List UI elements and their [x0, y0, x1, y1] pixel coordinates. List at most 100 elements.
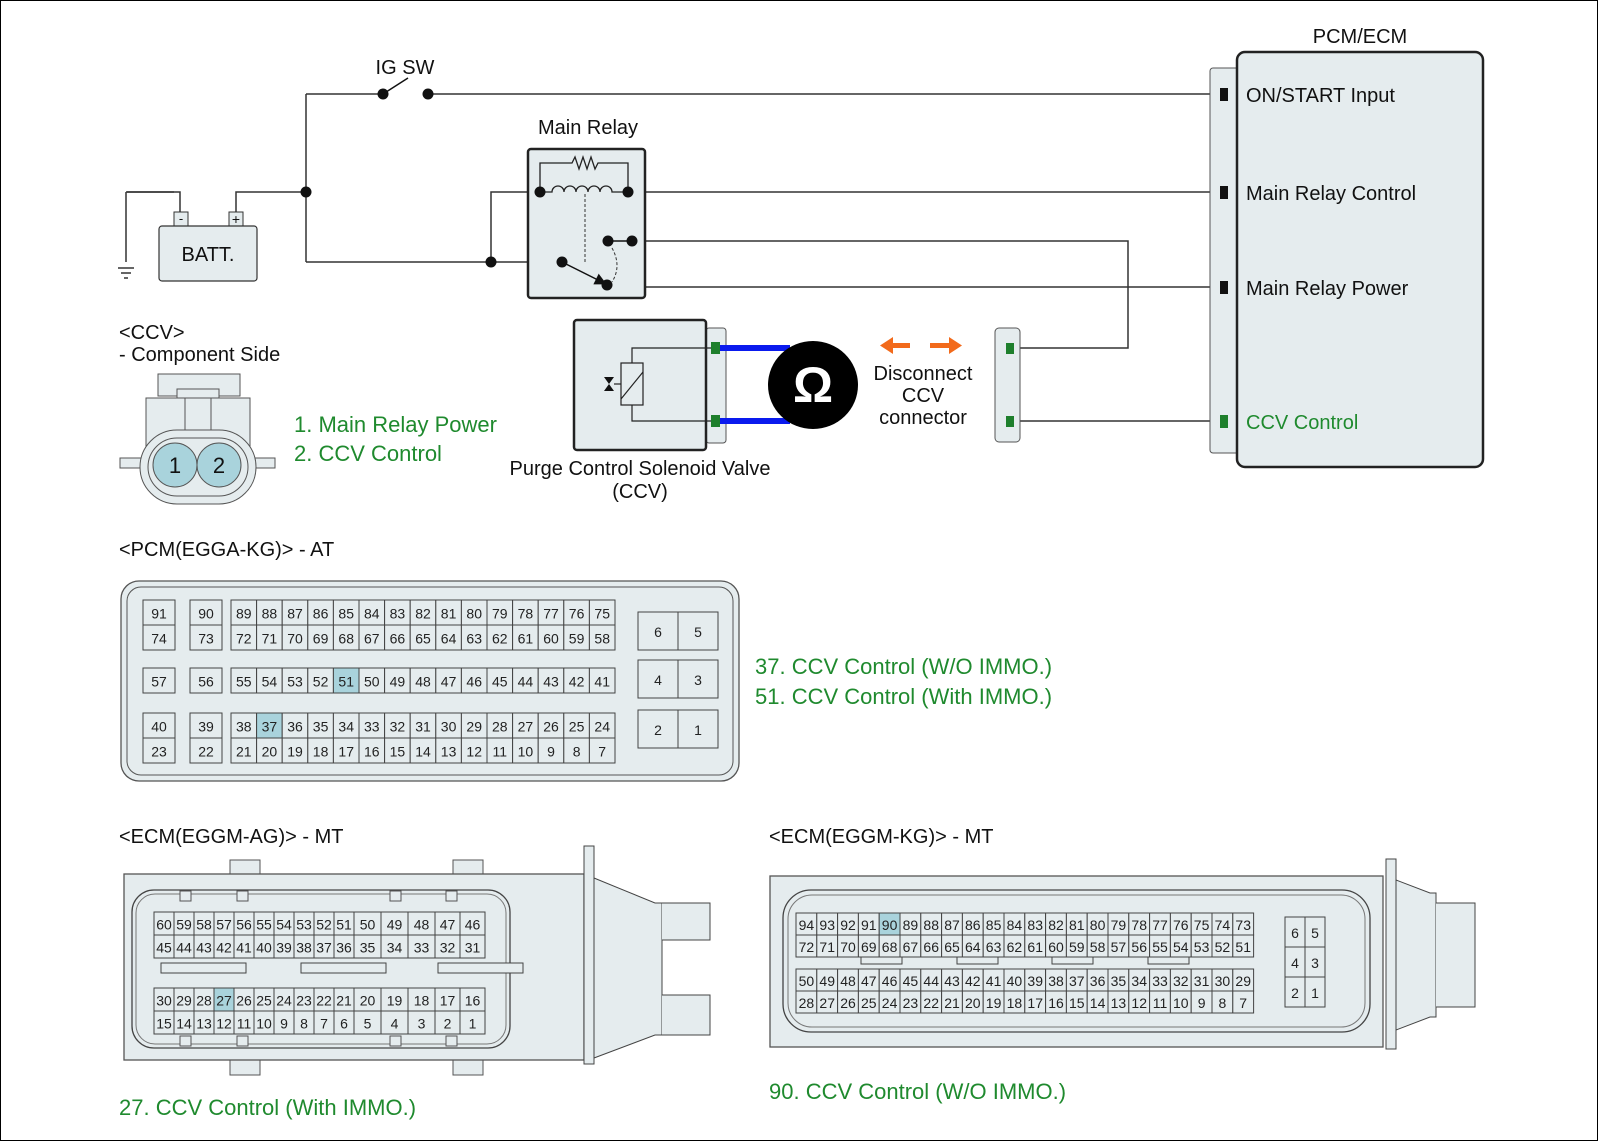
svg-text:2: 2: [1291, 985, 1299, 1001]
svg-text:78: 78: [518, 606, 534, 622]
svg-text:50: 50: [364, 674, 380, 690]
pin-31: 31: [459, 934, 486, 959]
pin-46: 46: [878, 968, 901, 992]
pin-71: 71: [816, 934, 839, 958]
svg-text:31: 31: [465, 940, 481, 956]
pin-76: 76: [1169, 912, 1192, 936]
battery-label: BATT.: [182, 244, 235, 266]
pin-10: 10: [1169, 990, 1192, 1014]
svg-text:65: 65: [415, 631, 431, 647]
pin-42: 42: [961, 968, 984, 992]
pin-50: 50: [795, 968, 818, 992]
pin-25: 25: [857, 990, 880, 1014]
svg-text:63: 63: [466, 631, 482, 647]
svg-text:34: 34: [338, 719, 354, 735]
pin-74: 74: [142, 624, 176, 651]
pcm-terminal-on-start: ON/START Input: [1246, 85, 1395, 107]
svg-text:37: 37: [262, 719, 278, 735]
svg-text:57: 57: [216, 917, 232, 933]
svg-text:53: 53: [296, 917, 312, 933]
svg-text:36: 36: [1090, 973, 1106, 989]
svg-text:30: 30: [156, 993, 172, 1009]
pin-70: 70: [281, 624, 309, 651]
pin-84: 84: [1003, 912, 1026, 936]
pin-23: 23: [142, 737, 176, 764]
svg-text:43: 43: [944, 973, 960, 989]
svg-text:51: 51: [1235, 939, 1251, 955]
pin-35: 35: [353, 934, 382, 959]
pin-60: 60: [537, 624, 565, 651]
pin-18: 18: [1003, 990, 1026, 1014]
pin-79: 79: [1107, 912, 1130, 936]
pin-21: 21: [941, 990, 963, 1014]
svg-text:14: 14: [415, 744, 431, 760]
svg-text:64: 64: [965, 939, 981, 955]
pin-49: 49: [816, 968, 839, 992]
svg-text:22: 22: [198, 744, 214, 760]
svg-text:7: 7: [1239, 995, 1247, 1011]
pin-38: 38: [293, 934, 315, 959]
ccv-pin-1: [711, 342, 720, 354]
pin-30: 30: [153, 987, 175, 1012]
svg-text:19: 19: [986, 995, 1002, 1011]
svg-text:21: 21: [944, 995, 960, 1011]
pin-56: 56: [1128, 934, 1151, 958]
wire-batt-neg: [127, 191, 181, 212]
ccv-connector-subtitle: - Component Side: [119, 344, 280, 366]
svg-text:35: 35: [360, 940, 376, 956]
svg-text:58: 58: [594, 631, 610, 647]
svg-text:11: 11: [237, 1016, 252, 1032]
pin-47: 47: [435, 667, 462, 694]
svg-text:47: 47: [861, 973, 877, 989]
svg-text:60: 60: [156, 917, 172, 933]
pin-10: 10: [253, 1010, 275, 1035]
svg-text:42: 42: [569, 674, 585, 690]
svg-text:17: 17: [1027, 995, 1043, 1011]
pin-41: 41: [982, 968, 1005, 992]
pin-6: 6: [637, 611, 679, 651]
svg-text:13: 13: [196, 1016, 212, 1032]
pin-55: 55: [230, 667, 258, 694]
svg-text:71: 71: [819, 939, 835, 955]
pin-44: 44: [920, 968, 943, 992]
pin-17: 17: [434, 987, 461, 1012]
pin-54: 54: [256, 667, 283, 694]
pin-81: 81: [1065, 912, 1088, 936]
pin-75: 75: [588, 599, 616, 626]
svg-text:91: 91: [151, 606, 167, 622]
pin-2: 2: [1284, 976, 1306, 1008]
pin-92: 92: [837, 912, 859, 936]
pin-24: 24: [273, 987, 295, 1012]
pin-3: 3: [407, 1010, 436, 1035]
pin-37: 37: [313, 934, 335, 959]
svg-text:26: 26: [840, 995, 856, 1011]
svg-text:8: 8: [300, 1016, 308, 1032]
svg-text:39: 39: [198, 719, 214, 735]
pin-22: 22: [920, 990, 943, 1014]
pin-11: 11: [233, 1010, 255, 1035]
svg-text:12: 12: [216, 1016, 232, 1032]
ccv-pin-1-label: 1: [169, 453, 181, 478]
pin-37: 37: [256, 712, 283, 739]
pin-85: 85: [982, 912, 1005, 936]
pin-27: 27: [512, 712, 539, 739]
svg-text:69: 69: [313, 631, 329, 647]
svg-text:3: 3: [418, 1016, 426, 1032]
svg-text:4: 4: [391, 1016, 399, 1032]
pin-83: 83: [384, 599, 411, 626]
svg-text:72: 72: [799, 939, 815, 955]
svg-text:73: 73: [198, 631, 214, 647]
svg-text:17: 17: [440, 993, 456, 1009]
pin-53: 53: [281, 667, 309, 694]
pin-34: 34: [332, 712, 360, 739]
pin-47: 47: [857, 968, 880, 992]
svg-text:37: 37: [1069, 973, 1085, 989]
svg-text:58: 58: [1090, 939, 1106, 955]
svg-text:52: 52: [1215, 939, 1231, 955]
svg-text:40: 40: [1007, 973, 1023, 989]
pin-62: 62: [1003, 934, 1026, 958]
pin-21: 21: [230, 737, 258, 764]
pin-46: 46: [459, 911, 486, 936]
svg-text:47: 47: [440, 917, 456, 933]
pin-60: 60: [1045, 934, 1067, 958]
